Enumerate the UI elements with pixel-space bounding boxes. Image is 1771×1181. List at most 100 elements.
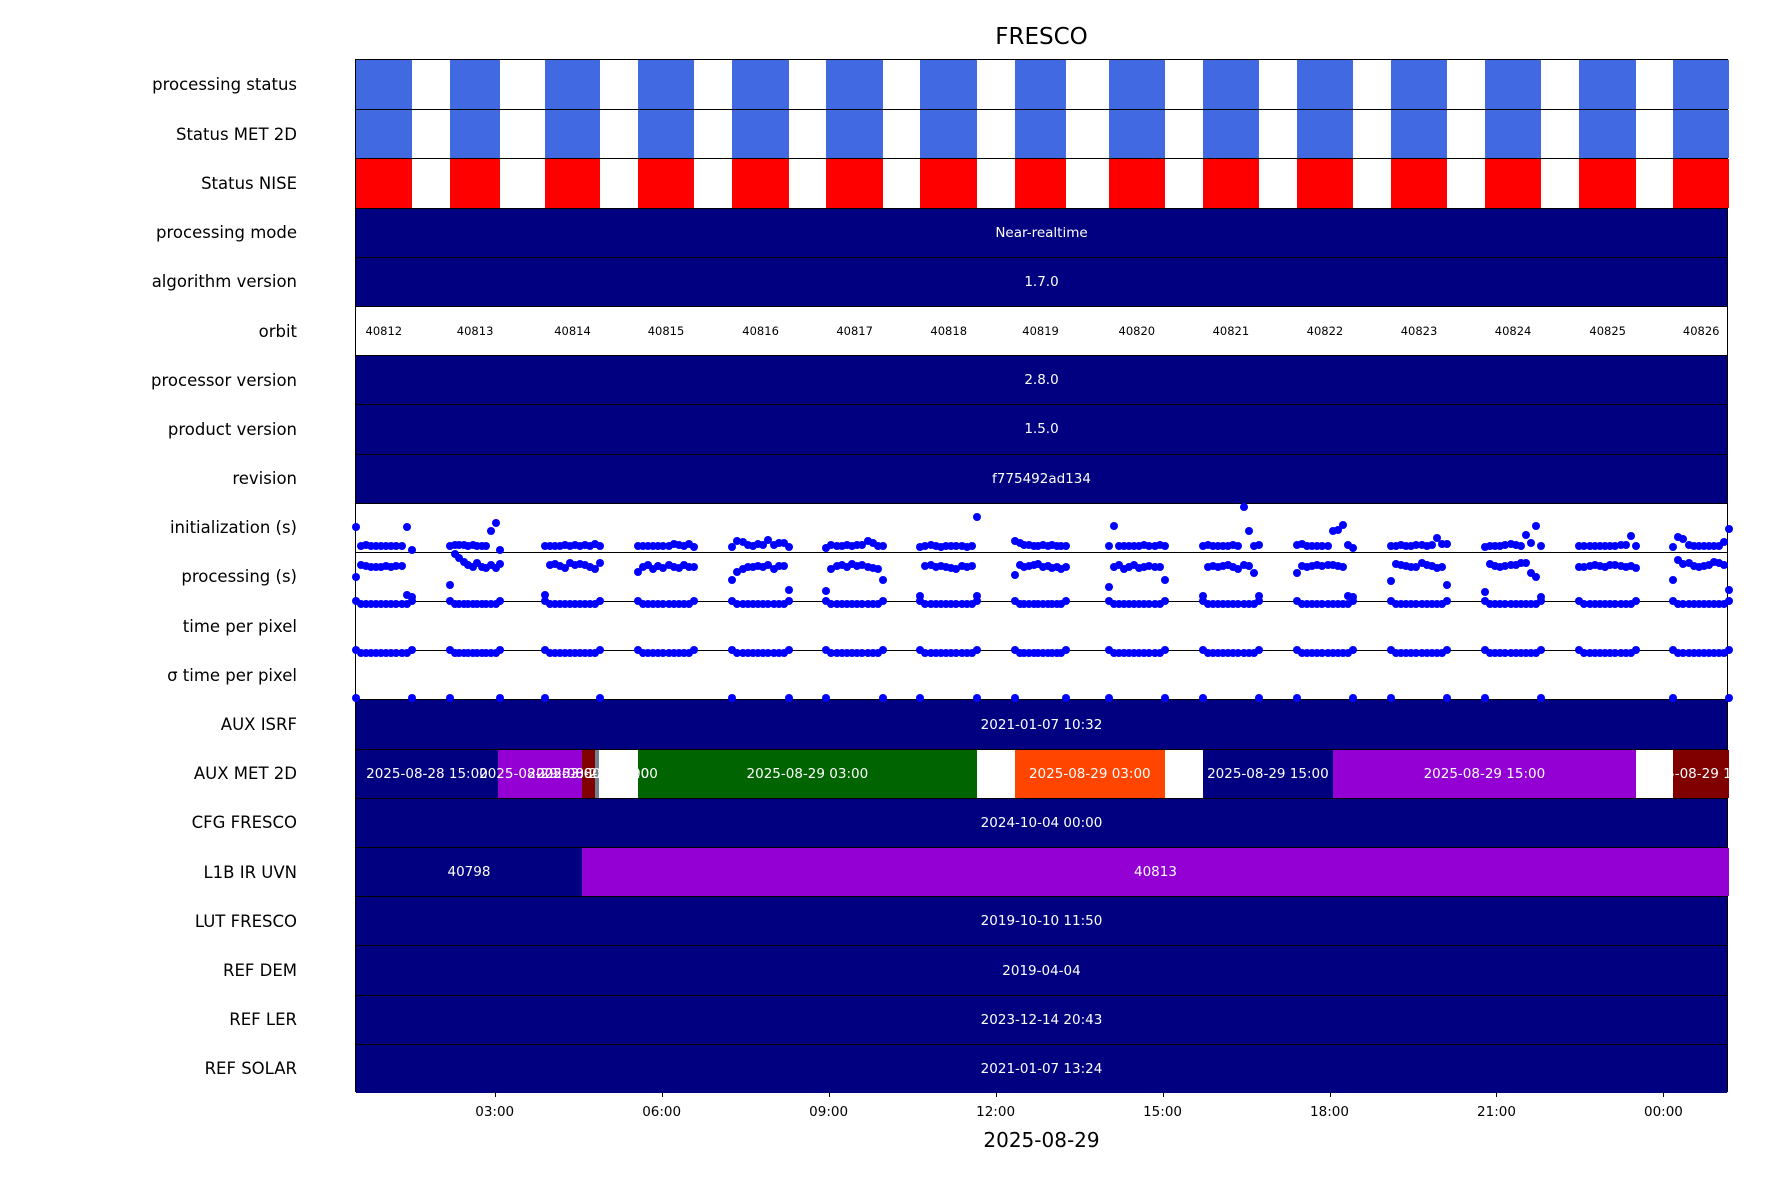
data-point <box>1486 649 1495 658</box>
data-point <box>1297 561 1306 570</box>
data-point <box>377 600 386 609</box>
segment-text: 2025-08-29 03:00 <box>536 765 658 782</box>
data-point <box>1575 542 1584 550</box>
data-point <box>1057 542 1066 551</box>
data-point <box>1043 600 1052 609</box>
data-point <box>1150 649 1159 658</box>
status-block <box>920 159 978 208</box>
data-point <box>464 560 473 569</box>
data-point <box>1224 649 1233 658</box>
status-block <box>544 60 601 110</box>
x-tick <box>1162 1092 1164 1097</box>
data-point <box>1219 600 1228 609</box>
data-point <box>879 542 888 550</box>
data-point <box>1526 539 1535 548</box>
data-point <box>1130 542 1139 550</box>
data-point <box>1501 561 1510 570</box>
status-block <box>920 60 978 110</box>
data-point <box>392 600 401 609</box>
data-point <box>931 542 940 551</box>
data-point <box>1601 562 1610 571</box>
data-point <box>1234 649 1243 658</box>
data-point <box>1386 597 1395 606</box>
data-point <box>1536 597 1545 606</box>
data-point <box>680 541 689 550</box>
data-point <box>446 694 455 703</box>
data-point <box>633 597 642 606</box>
data-point <box>1313 541 1322 550</box>
data-point <box>1725 585 1733 594</box>
data-point <box>1580 649 1589 658</box>
status-block <box>637 110 695 159</box>
x-tick <box>1496 1092 1498 1097</box>
data-point <box>643 560 652 569</box>
data-point <box>1669 646 1678 655</box>
data-point <box>942 600 951 609</box>
data-point <box>853 649 862 658</box>
status-block <box>450 159 501 208</box>
data-point <box>690 646 699 655</box>
data-point <box>832 600 841 609</box>
data-point <box>853 600 862 609</box>
data-point <box>1595 649 1604 658</box>
data-point <box>1689 649 1698 658</box>
orbit-label: 40815 <box>647 324 685 339</box>
data-point <box>1511 540 1520 549</box>
data-point <box>482 563 491 572</box>
data-point <box>550 649 559 658</box>
data-point <box>1699 541 1708 550</box>
data-point <box>822 646 831 655</box>
data-point <box>1714 541 1723 550</box>
data-point <box>748 541 757 550</box>
data-point <box>1318 542 1327 550</box>
value-bar-text: 1.5.0 <box>1024 421 1059 438</box>
data-point <box>397 600 406 609</box>
status-block <box>637 60 695 110</box>
data-point <box>550 541 559 550</box>
data-point <box>1155 600 1164 609</box>
data-point <box>1344 592 1353 601</box>
data-point <box>868 600 877 609</box>
data-point <box>947 600 956 609</box>
data-point <box>962 542 971 551</box>
data-point <box>916 646 925 655</box>
data-point <box>1427 649 1436 658</box>
data-point <box>1621 600 1630 609</box>
data-point <box>1214 562 1223 571</box>
data-point <box>450 600 459 609</box>
segment-text: 2025-08-29 15:00 <box>1207 765 1329 782</box>
data-point <box>496 694 505 703</box>
data-point <box>879 575 888 584</box>
data-point <box>1057 600 1066 609</box>
data-point <box>1010 571 1019 580</box>
data-point <box>1048 649 1057 658</box>
data-point <box>1433 563 1442 572</box>
data-point <box>407 646 416 655</box>
data-point <box>1699 561 1708 570</box>
data-point <box>1140 541 1149 550</box>
data-point <box>387 649 396 658</box>
data-point <box>482 600 491 609</box>
data-point <box>1725 525 1733 534</box>
data-point <box>827 564 836 573</box>
data-point <box>916 694 925 703</box>
data-point <box>1328 649 1337 658</box>
data-point <box>873 600 882 609</box>
data-point <box>1521 649 1530 658</box>
data-point <box>1015 539 1024 548</box>
data-point <box>1496 649 1505 658</box>
data-point <box>1601 649 1610 658</box>
data-point <box>1595 600 1604 609</box>
data-point <box>832 649 841 658</box>
status-block <box>1390 110 1448 159</box>
data-point <box>1244 649 1253 658</box>
data-point <box>1427 600 1436 609</box>
data-point <box>1402 600 1411 609</box>
data-point <box>1034 559 1043 568</box>
segment-text: 2025-08-29 15:00 <box>1640 765 1762 782</box>
data-point <box>1155 649 1164 658</box>
data-point <box>659 563 668 572</box>
data-point <box>957 542 966 551</box>
